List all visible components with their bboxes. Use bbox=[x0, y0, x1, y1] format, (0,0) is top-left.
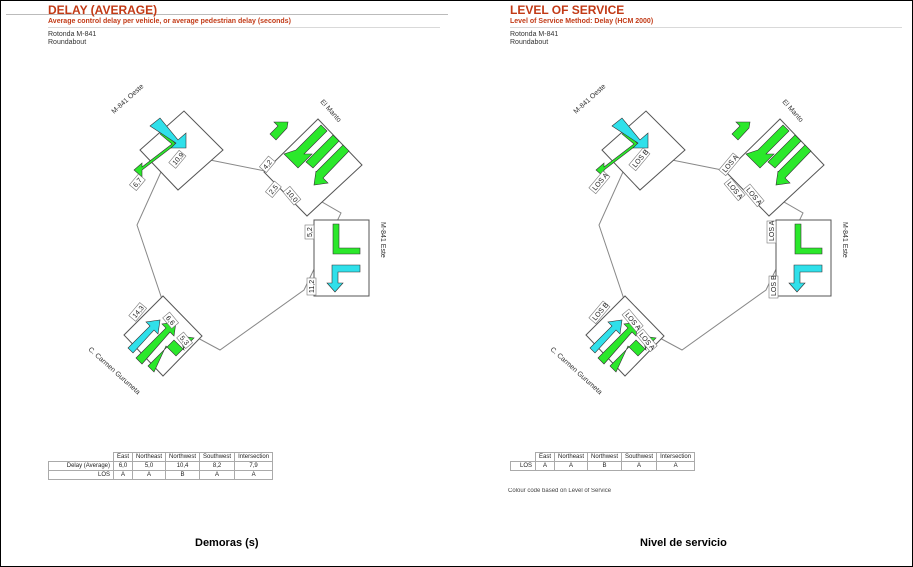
delay-label-north-b: 2,5 bbox=[268, 184, 280, 196]
table-cell: 5,0 bbox=[132, 461, 167, 471]
table-cell: A bbox=[656, 461, 696, 471]
leg-name-north: El Manto bbox=[781, 99, 805, 124]
delay-label-east-a: 5,2 bbox=[307, 227, 314, 237]
right-turn-arrow-icon bbox=[611, 117, 649, 149]
colour-code-note: Colour code based on Level of Service bbox=[508, 488, 612, 493]
delay-results-table: East Northeast Northwest Southwest Inter… bbox=[48, 452, 274, 480]
col-header: Northwest bbox=[165, 452, 201, 462]
leg-name-west: M-841 Oeste bbox=[573, 83, 608, 115]
through-arrow-icon bbox=[283, 124, 328, 169]
through-arrow-icon bbox=[332, 223, 361, 255]
through-arrow-icon bbox=[745, 124, 790, 169]
table-cell: A bbox=[112, 470, 134, 480]
roundabout-diagram: M-841 Oeste 10,9 6,7 El Manto 4,2 2,5 10… bbox=[87, 83, 386, 396]
right-turn-arrow-icon bbox=[149, 117, 187, 149]
top-rule bbox=[6, 14, 448, 15]
panel-title: LEVEL OF SERVICE bbox=[510, 3, 625, 17]
through-arrow-icon bbox=[767, 134, 802, 169]
table-cell: 7,9 bbox=[234, 461, 274, 471]
site-type: Roundabout bbox=[48, 39, 87, 46]
col-header: Northwest bbox=[587, 452, 623, 462]
los-label-east-a: LOS A bbox=[769, 220, 776, 241]
col-header: Northeast bbox=[132, 452, 167, 462]
title-divider bbox=[48, 27, 440, 28]
title-divider bbox=[510, 27, 902, 28]
leg-name-north: El Manto bbox=[319, 99, 343, 124]
panel-title: DELAY (AVERAGE) bbox=[48, 3, 158, 17]
row-label: LOS bbox=[48, 470, 114, 480]
leg-name-south: C. Carmen Gurumeta bbox=[549, 346, 603, 396]
leg-name-east: M-841 Este bbox=[379, 222, 386, 258]
table-cell: 6,0 bbox=[112, 461, 134, 471]
col-header: Southwest bbox=[621, 452, 658, 462]
right-turn-arrow-icon bbox=[589, 319, 623, 354]
table-row: Delay (Average) 6,0 5,0 10,4 8,2 7,9 bbox=[48, 461, 274, 471]
right-turn-arrow-icon bbox=[326, 264, 361, 293]
row-label: Delay (Average) bbox=[48, 461, 114, 471]
through-arrow-icon bbox=[775, 144, 812, 186]
delay-label-east-b: 11,2 bbox=[309, 280, 316, 293]
right-turn-arrow-icon bbox=[127, 319, 161, 354]
col-header: Intersection bbox=[234, 452, 274, 462]
table-cell: A bbox=[234, 470, 274, 480]
row-label: LOS bbox=[510, 461, 536, 471]
right-turn-arrow-icon bbox=[788, 264, 823, 293]
col-header: East bbox=[534, 452, 556, 462]
panel-subtitle: Level of Service Method: Delay (HCM 2000… bbox=[510, 18, 654, 25]
col-header: East bbox=[112, 452, 134, 462]
caption-delay: Demoras (s) bbox=[195, 537, 259, 549]
through-arrow-icon bbox=[794, 223, 823, 255]
los-label-east-b: LOS B bbox=[771, 275, 778, 296]
delay-panel: DELAY (AVERAGE) Average control delay pe… bbox=[6, 0, 468, 505]
delay-label-south-c: 5,3 bbox=[178, 335, 190, 347]
left-turn-arrow-icon bbox=[731, 121, 751, 141]
table-cell: B bbox=[165, 470, 201, 480]
through-arrow-icon bbox=[133, 131, 177, 178]
site-type: Roundabout bbox=[510, 39, 549, 46]
site-name: Rotonda M-841 bbox=[510, 31, 559, 38]
table-cell: A bbox=[621, 461, 658, 471]
west-leg-box bbox=[139, 110, 224, 191]
through-arrow-icon bbox=[135, 321, 177, 365]
left-turn-arrow-icon bbox=[269, 121, 289, 141]
through-arrow-icon bbox=[313, 144, 350, 186]
table-cell: A bbox=[554, 461, 589, 471]
col-header: Intersection bbox=[656, 452, 696, 462]
table-cell: B bbox=[587, 461, 623, 471]
table-row: LOS A A B A A bbox=[510, 461, 696, 471]
los-panel: LEVEL OF SERVICE Level of Service Method… bbox=[500, 0, 913, 505]
col-header: Southwest bbox=[199, 452, 236, 462]
col-header: Northeast bbox=[554, 452, 589, 462]
panel-subtitle: Average control delay per vehicle, or av… bbox=[48, 18, 291, 25]
table-cell: A bbox=[132, 470, 167, 480]
delay-label-north-a: 4,2 bbox=[262, 159, 274, 171]
los-results-table: East Northeast Northwest Southwest Inter… bbox=[510, 452, 696, 471]
roundabout-diagram: M-841 Oeste LOS B LOS A El Manto LOS A L… bbox=[549, 83, 848, 396]
delay-label-south-b: 6,6 bbox=[164, 315, 176, 327]
table-cell: 8,2 bbox=[199, 461, 236, 471]
through-arrow-icon bbox=[595, 131, 639, 178]
leg-name-south: C. Carmen Gurumeta bbox=[87, 346, 141, 396]
site-name: Rotonda M-841 bbox=[48, 31, 97, 38]
table-row: LOS A A B A A bbox=[48, 470, 274, 480]
caption-los: Nivel de servicio bbox=[640, 537, 727, 549]
leg-name-west: M-841 Oeste bbox=[111, 83, 146, 115]
through-arrow-icon bbox=[305, 134, 340, 169]
table-cell: A bbox=[199, 470, 236, 480]
delay-label-west-b: 6,7 bbox=[132, 177, 144, 189]
leg-name-east: M-841 Este bbox=[841, 222, 848, 258]
table-cell: 10,4 bbox=[165, 461, 201, 471]
table-cell: A bbox=[534, 461, 556, 471]
